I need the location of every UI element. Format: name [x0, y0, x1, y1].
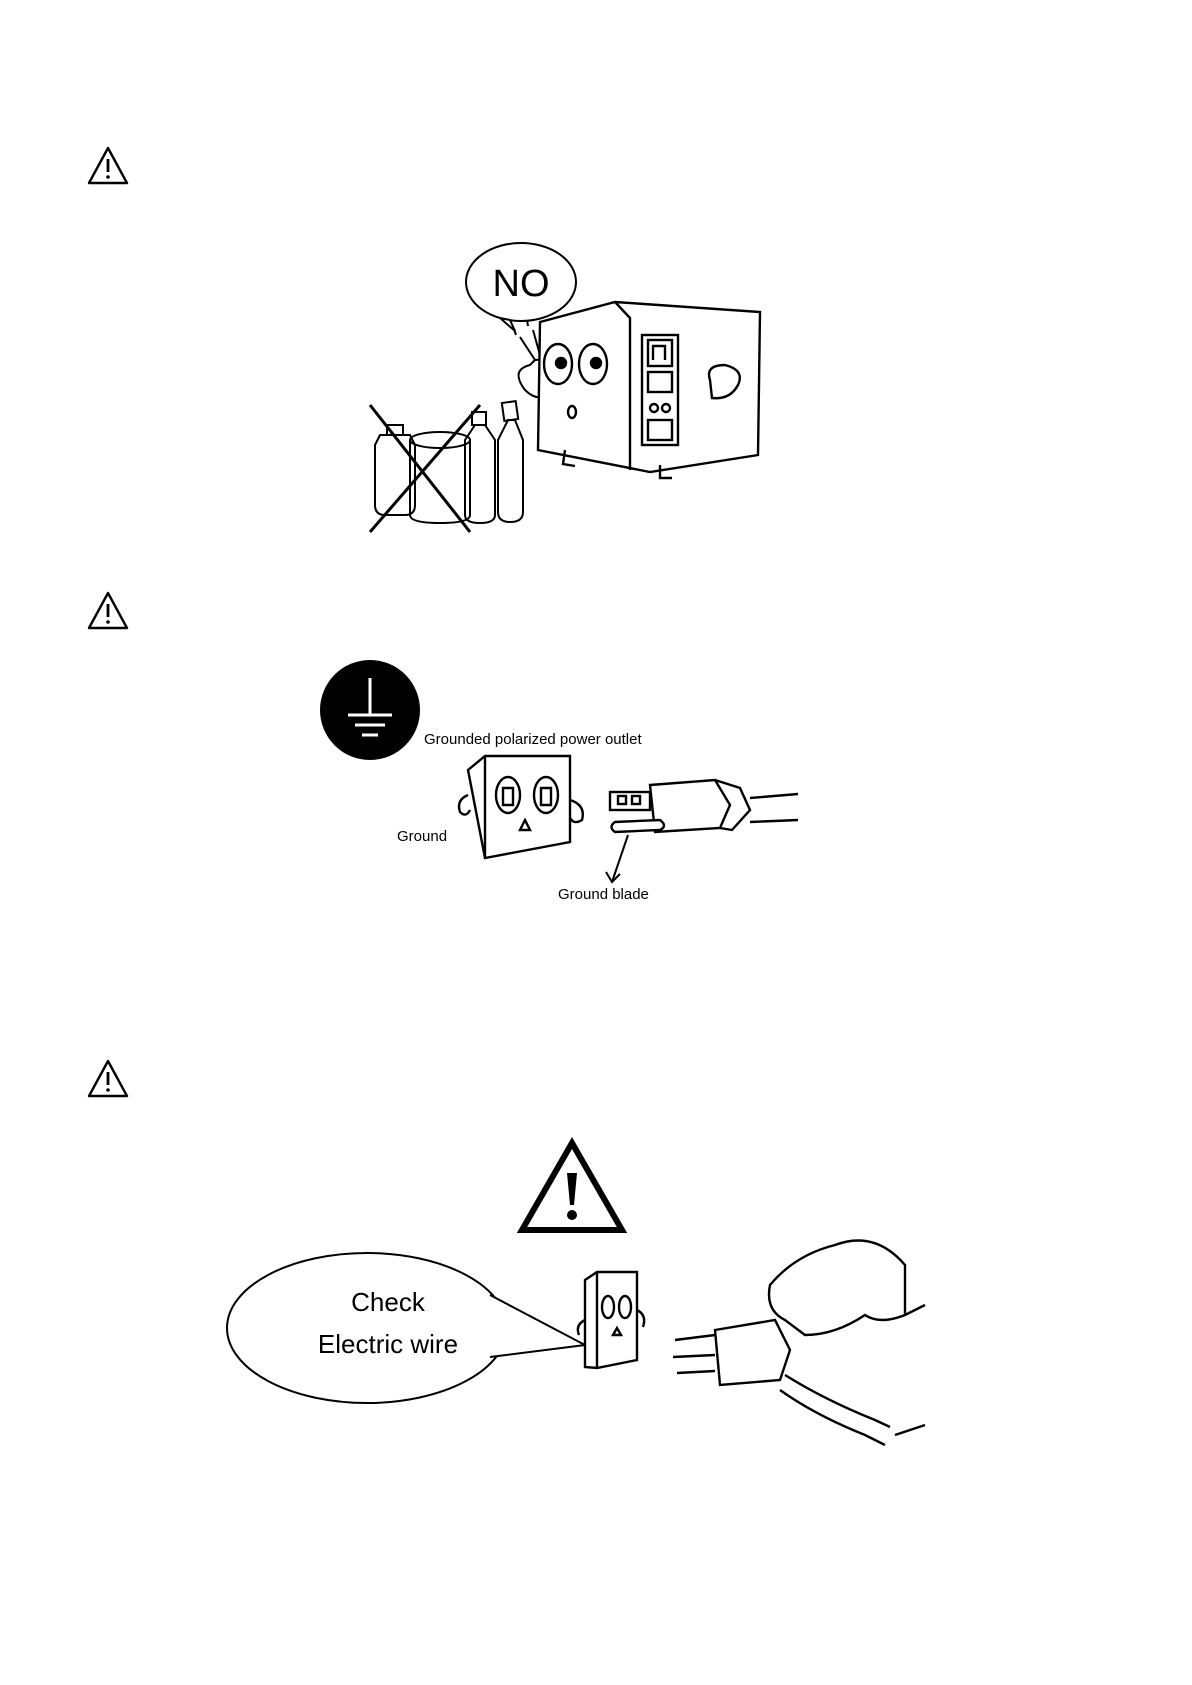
- prohibited-cross-icon: [370, 405, 480, 532]
- ground-label: Ground: [397, 828, 447, 845]
- outlet-character-icon: [459, 756, 583, 858]
- warning-icon: [86, 1058, 130, 1100]
- bubble-line-2: Electric wire: [318, 1329, 458, 1359]
- arrow-icon: [606, 835, 628, 882]
- warning-icon: [86, 590, 130, 632]
- large-warning-icon: [522, 1143, 622, 1230]
- wall-outlet-icon: [578, 1272, 644, 1368]
- plug-icon: [610, 780, 798, 832]
- ground-symbol-icon: [320, 660, 420, 760]
- warning-icon: [86, 145, 130, 187]
- check-wire-illustration: Check Electric wire: [225, 1135, 965, 1465]
- speech-bubble: Check Electric wire: [227, 1253, 585, 1403]
- sterilizer-device-icon: [538, 302, 760, 478]
- no-flammables-illustration: NO: [360, 240, 820, 550]
- ground-blade-label: Ground blade: [558, 886, 649, 903]
- speech-bubble-text: NO: [493, 263, 550, 305]
- grounded-outlet-illustration: Grounded polarized power outlet Ground G…: [320, 660, 800, 910]
- hand-plug-icon: [673, 1241, 925, 1446]
- bubble-line-1: Check: [351, 1287, 426, 1317]
- outlet-label: Grounded polarized power outlet: [424, 731, 642, 748]
